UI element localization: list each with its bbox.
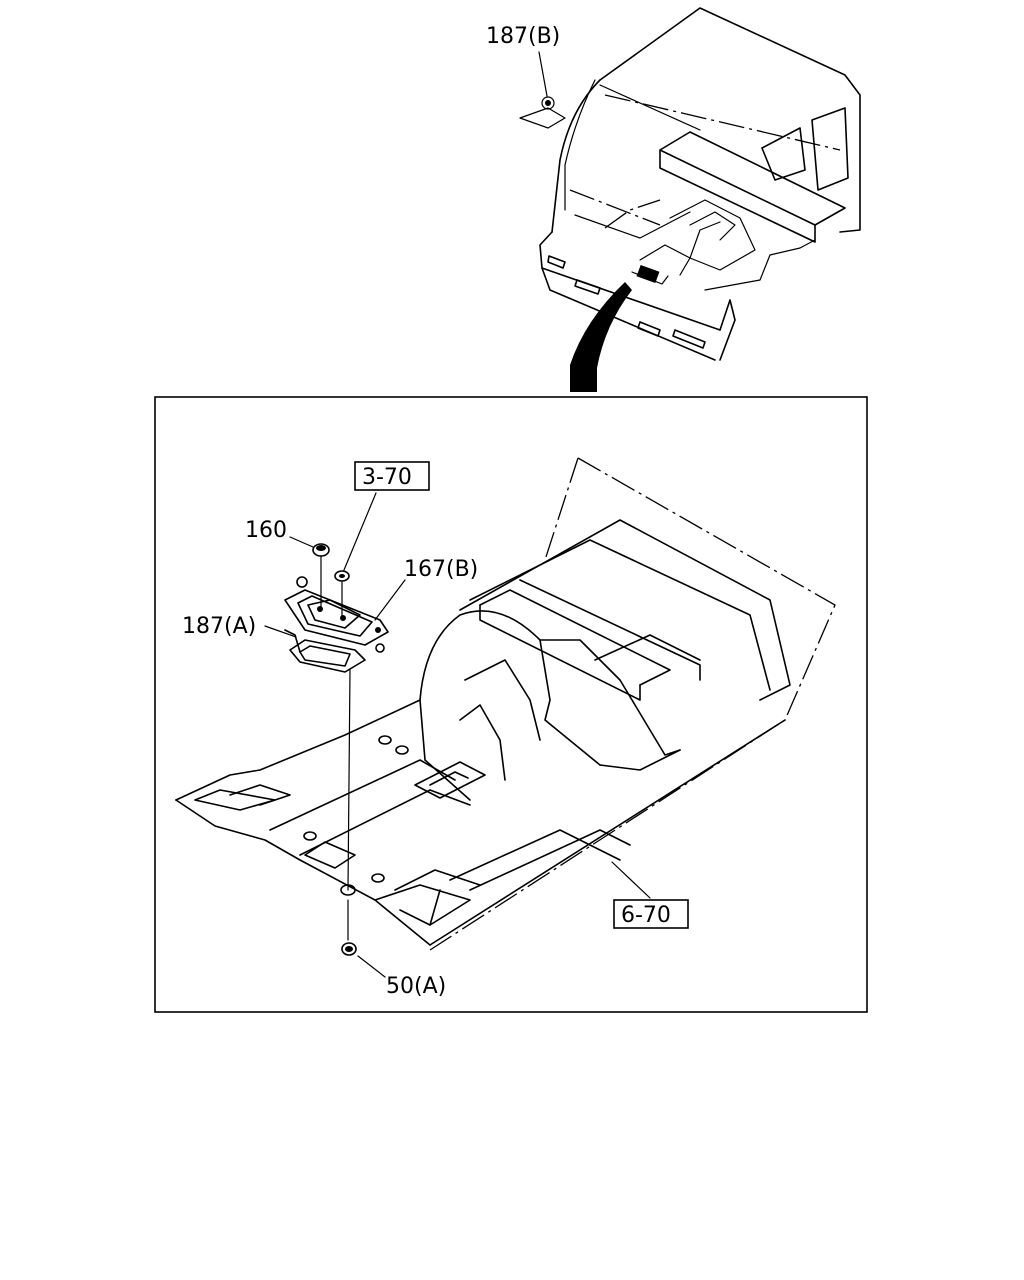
truck-cab-overview (539, 7, 861, 361)
callout-6-70: 6-70 (621, 903, 671, 928)
callout-6-70-box: 6-70 (613, 899, 689, 929)
callout-3-70: 3-70 (362, 465, 412, 490)
callout-187a: 187(A) (182, 614, 256, 639)
detail-frame (154, 396, 868, 1013)
floor-panel (175, 457, 836, 951)
leader-lines (264, 492, 651, 978)
callout-187b: 187(B) (486, 24, 560, 49)
callout-167b: 167(B) (404, 557, 478, 582)
callout-3-70-box: 3-70 (354, 461, 430, 491)
callout-187b-group (519, 51, 566, 129)
shift-assembly (284, 543, 389, 956)
callout-50a: 50(A) (386, 974, 446, 999)
callout-160: 160 (245, 518, 287, 543)
zoom-arrow (570, 282, 632, 392)
